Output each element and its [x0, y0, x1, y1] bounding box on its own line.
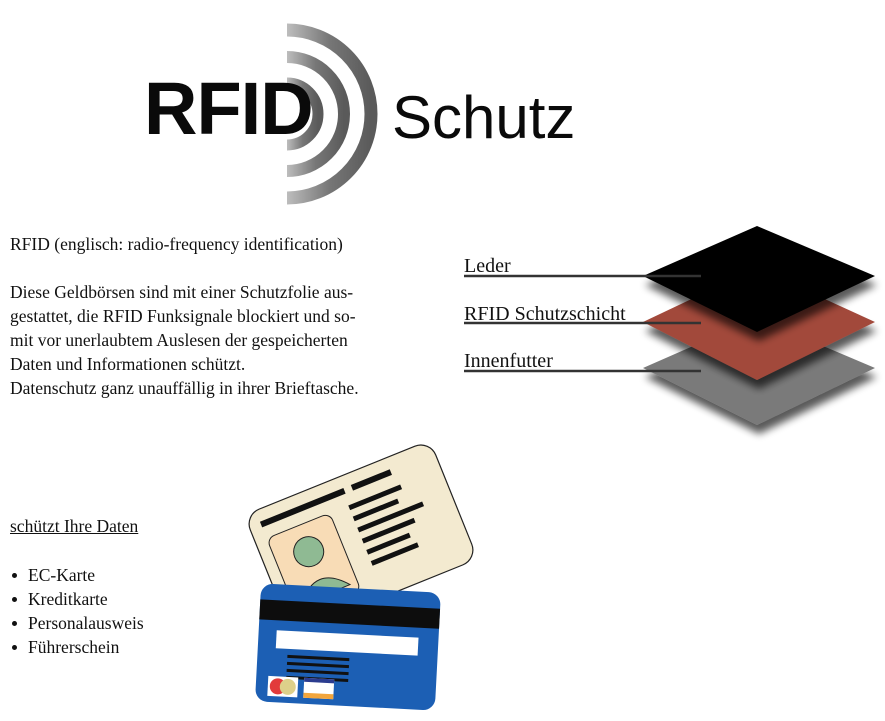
- bank-card-icon: [255, 583, 441, 711]
- description-line: Diese Geldbörsen sind mit einer Schutzfo…: [10, 282, 354, 302]
- mastercard-logo-icon: [267, 675, 299, 698]
- id-card-icon: [248, 444, 474, 630]
- description-line: Daten und Informationen schützt.: [10, 354, 246, 374]
- rfid-definition: RFID (englisch: radio-frequency identifi…: [10, 234, 343, 254]
- logo-primary-text: RFID: [144, 67, 314, 150]
- layer-label-innenfutter: Innenfutter: [464, 350, 553, 372]
- description-paragraph: Diese Geldbörsen sind mit einer Schutzfo…: [10, 280, 359, 400]
- list-item: Führerschein: [10, 635, 144, 659]
- list-item: Kreditkarte: [10, 587, 144, 611]
- protection-list: EC-Karte Kreditkarte Personalausweis Füh…: [10, 563, 144, 659]
- visa-logo-icon: [303, 677, 335, 700]
- description-line: Datenschutz ganz unauffällig in ihrer Br…: [10, 378, 359, 398]
- layer-label-rfid-schutzschicht: RFID Schutzschicht: [464, 303, 626, 325]
- logo-secondary-text: Schutz: [392, 84, 576, 151]
- layer-label-leder: Leder: [464, 255, 511, 277]
- protection-title: schützt Ihre Daten: [10, 516, 139, 536]
- list-item: EC-Karte: [10, 563, 144, 587]
- list-item: Personalausweis: [10, 611, 144, 635]
- layer-leder: [643, 226, 875, 332]
- description-line: gestattet, die RFID Funksignale blockier…: [10, 306, 356, 326]
- description-line: mit vor unerlaubtem Auslesen der gespeic…: [10, 330, 348, 350]
